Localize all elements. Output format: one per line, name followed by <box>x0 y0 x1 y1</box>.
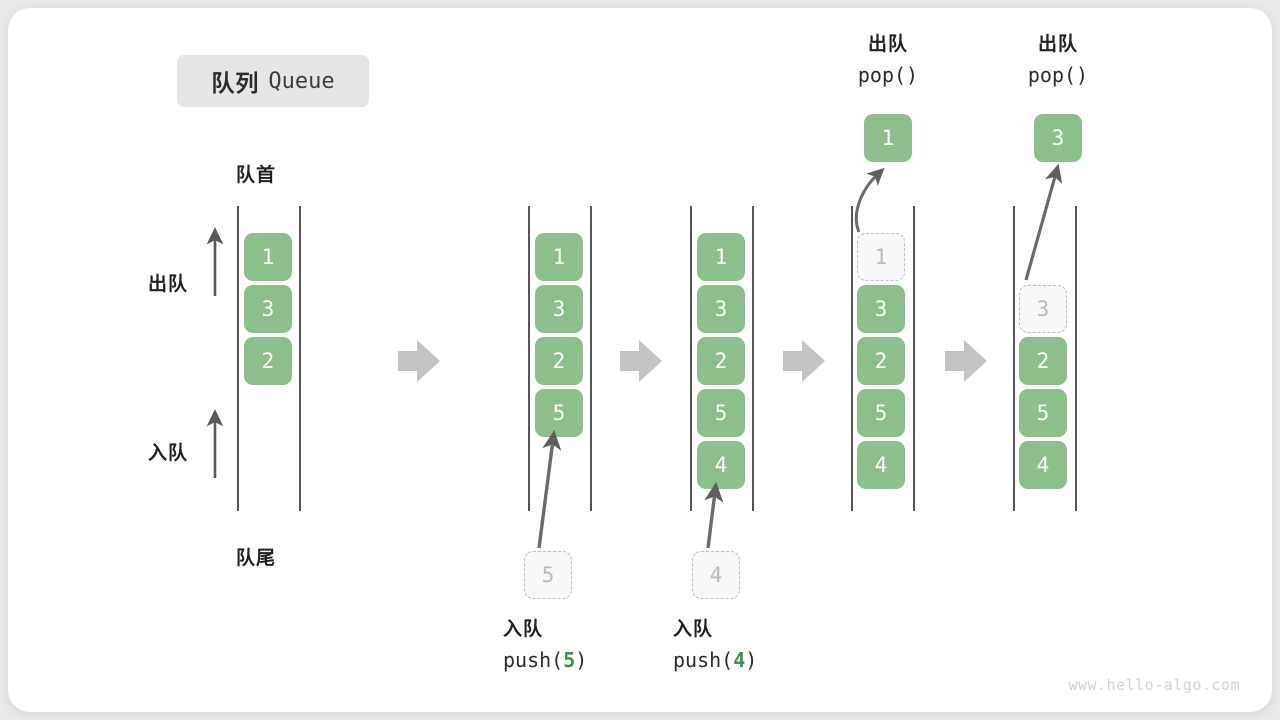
queue-rail-left-3 <box>690 206 692 511</box>
diagram-card: 队列 Queue 队首 队尾 出队 入队 1 3 2 1 3 2 5 5 入队 … <box>8 8 1272 712</box>
ghost-cell: 5 <box>524 551 572 599</box>
operation-name: 入队 <box>673 619 714 640</box>
ghost-cell: 1 <box>857 233 905 281</box>
title-english: Queue <box>268 68 335 94</box>
queue-rail-left-1 <box>237 206 239 511</box>
title-badge: 队列 Queue <box>177 55 369 107</box>
queue-rail-left-4 <box>851 206 853 511</box>
watermark: www.hello-algo.com <box>1068 676 1240 694</box>
label-queue-head: 队首 <box>236 165 277 186</box>
popped-cell: 1 <box>864 114 912 162</box>
label-dequeue-direction: 出队 <box>148 274 189 295</box>
title-chinese: 队列 <box>211 70 260 96</box>
queue-rail-right-4 <box>913 206 915 511</box>
queue-cell: 2 <box>1019 337 1067 385</box>
label-enqueue-direction: 入队 <box>148 443 189 464</box>
operation-label-push-5: 入队 push(5) <box>503 615 643 675</box>
queue-cell: 4 <box>857 441 905 489</box>
queue-cell: 1 <box>697 233 745 281</box>
queue-cell: 3 <box>697 285 745 333</box>
queue-rail-left-5 <box>1013 206 1015 511</box>
operation-label-pop-3: 出队 pop() <box>998 30 1118 90</box>
queue-cell: 5 <box>1019 389 1067 437</box>
operation-label-pop-1: 出队 pop() <box>828 30 948 90</box>
operation-code: push(4) <box>673 645 813 675</box>
queue-cell: 3 <box>857 285 905 333</box>
operation-name: 出队 <box>867 34 908 55</box>
code-argument: 5 <box>563 648 576 672</box>
step-arrow-icon <box>945 340 987 382</box>
queue-cell: 4 <box>1019 441 1067 489</box>
queue-cell: 5 <box>857 389 905 437</box>
queue-cell-new: 5 <box>535 389 583 437</box>
code-prefix: push( <box>673 648 734 672</box>
queue-rail-right-2 <box>590 206 592 511</box>
queue-cell: 5 <box>697 389 745 437</box>
operation-code: pop() <box>857 63 919 87</box>
operation-label-push-4: 入队 push(4) <box>673 615 813 675</box>
step-arrow-icon <box>620 340 662 382</box>
code-argument: 4 <box>733 648 746 672</box>
queue-cell: 3 <box>244 285 292 333</box>
operation-name: 入队 <box>503 619 544 640</box>
queue-cell: 3 <box>535 285 583 333</box>
pop-arrow-3-icon <box>1024 163 1063 281</box>
queue-rail-right-3 <box>752 206 754 511</box>
queue-rail-right-5 <box>1075 206 1077 511</box>
queue-cell: 2 <box>244 337 292 385</box>
arrows-overlay <box>206 163 1063 549</box>
pop-arrow-1-icon <box>854 167 885 233</box>
label-queue-tail: 队尾 <box>236 548 277 569</box>
queue-cell: 2 <box>697 337 745 385</box>
queue-cell: 1 <box>244 233 292 281</box>
queue-cell: 2 <box>535 337 583 385</box>
push-arrow-5-icon <box>537 429 562 549</box>
queue-cell-new: 4 <box>697 441 745 489</box>
popped-cell: 3 <box>1034 114 1082 162</box>
operation-code: push(5) <box>503 645 643 675</box>
step-arrow-icon <box>398 340 440 382</box>
ghost-cell: 3 <box>1019 285 1067 333</box>
ghost-cell: 4 <box>692 551 740 599</box>
queue-rail-right-1 <box>299 206 301 511</box>
step-arrow-icon <box>783 340 825 382</box>
queue-cell: 2 <box>857 337 905 385</box>
queue-cell: 1 <box>535 233 583 281</box>
push-arrow-4-icon <box>704 481 724 549</box>
code-prefix: push( <box>503 648 564 672</box>
queue-rail-left-2 <box>528 206 530 511</box>
code-suffix: ) <box>575 648 588 672</box>
operation-code: pop() <box>1027 63 1089 87</box>
code-suffix: ) <box>745 648 758 672</box>
operation-name: 出队 <box>1037 34 1078 55</box>
